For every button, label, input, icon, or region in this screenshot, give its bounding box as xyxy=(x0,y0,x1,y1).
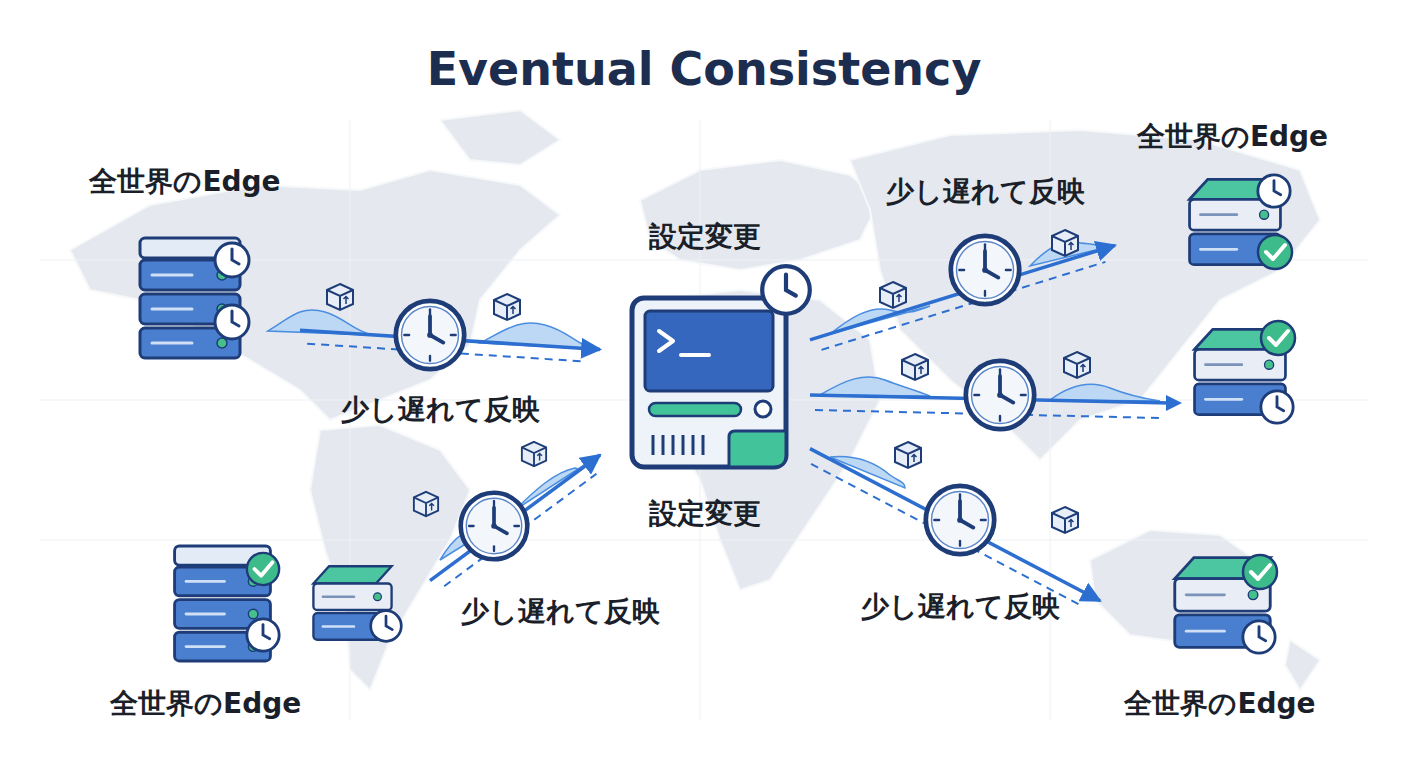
node-label: 設定変更 xyxy=(649,219,761,254)
node-label: 全世界のEdge xyxy=(110,686,301,721)
server-icons xyxy=(140,175,1295,661)
sync-arrow xyxy=(430,455,600,581)
clock-badge xyxy=(371,611,402,642)
clock-badge xyxy=(1261,391,1293,423)
node-label: 設定変更 xyxy=(649,496,761,531)
data-packages xyxy=(327,230,1090,533)
delay-label: 少し遅れて反映 xyxy=(883,173,1088,211)
edge-server-node: 全世界のEdge xyxy=(70,160,300,365)
node-label: 全世界のEdge xyxy=(1124,686,1315,721)
edge-trail xyxy=(811,464,1082,606)
clock-badge xyxy=(1258,175,1290,207)
clock-badge xyxy=(215,305,249,339)
check-badge xyxy=(1243,555,1277,589)
edge-server-node: 全世界のEdge xyxy=(1115,115,1350,280)
clock-badge xyxy=(1243,621,1275,653)
clock-badge xyxy=(247,619,279,651)
sync-arrow xyxy=(810,449,1100,601)
clock-badge xyxy=(215,243,249,277)
check-badge xyxy=(1258,235,1292,269)
data-waves xyxy=(268,242,1160,560)
check-badge xyxy=(247,553,279,585)
edge-server-node: 全世界のEdge xyxy=(1100,545,1340,725)
map-grid xyxy=(40,120,1368,720)
delay-label: 少し遅れて反映 xyxy=(858,588,1063,626)
check-badge xyxy=(1261,321,1295,355)
delay-label: 少し遅れて反映 xyxy=(338,391,543,429)
config-terminal xyxy=(632,298,786,467)
delay-label: 少し遅れて反映 xyxy=(458,593,663,631)
diagram-title: Eventual Consistency xyxy=(0,42,1408,96)
node-label: 全世界のEdge xyxy=(89,164,280,199)
edge-trail xyxy=(444,474,596,587)
node-label: 全世界のEdge xyxy=(1137,119,1328,154)
edge-server-node: 全世界のEdge xyxy=(100,535,430,725)
config-terminal-node: 設定変更設定変更 xyxy=(600,215,810,535)
